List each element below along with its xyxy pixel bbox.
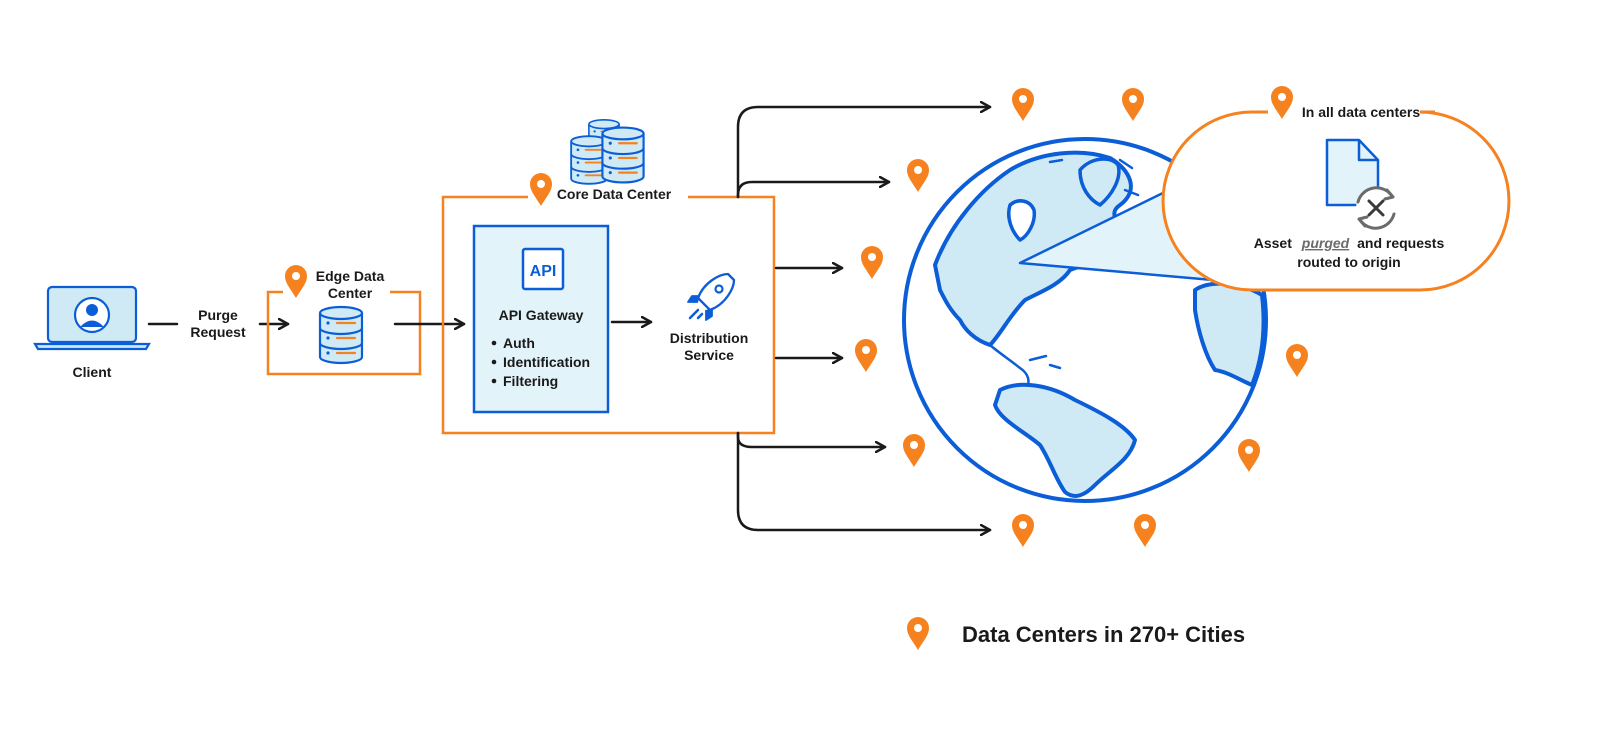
purge-cycle-icon xyxy=(1356,186,1396,230)
location-pin-icon xyxy=(1012,514,1034,547)
location-pin-icon xyxy=(1134,514,1156,547)
edge-data-center-line1: Edge Data xyxy=(316,268,385,284)
fanout-arrow xyxy=(736,107,992,199)
api-gateway-title: API Gateway xyxy=(499,307,584,323)
location-pin-icon xyxy=(1122,88,1144,121)
fanout-arrow xyxy=(736,431,992,530)
location-pin-icon xyxy=(903,434,925,467)
database-stack-icon xyxy=(570,119,645,185)
callout-requests-text: and requests xyxy=(1357,235,1444,251)
callout-asset-text: Asset xyxy=(1254,235,1292,251)
purge-request-line1: Purge xyxy=(198,307,238,323)
core-data-center-box xyxy=(441,195,776,435)
location-pin-icon xyxy=(1286,344,1308,377)
core-location-pin-icon xyxy=(530,173,552,206)
legend-label: Data Centers in 270+ Cities xyxy=(962,622,1245,647)
fanout-arrow xyxy=(736,431,887,447)
api-gateway-item-auth: Auth xyxy=(503,335,535,351)
location-pin-icon xyxy=(907,159,929,192)
rocket-icon xyxy=(687,272,736,321)
callout-body-line2: routed to origin xyxy=(1297,254,1400,270)
api-gateway-item-filtering: Filtering xyxy=(503,373,558,389)
client-label: Client xyxy=(73,364,112,380)
api-gateway-bullet xyxy=(491,378,497,384)
edge-location-pin-icon xyxy=(285,265,307,298)
api-gateway-item-identification: Identification xyxy=(503,354,590,370)
fanout-arrow xyxy=(736,182,891,199)
api-icon-text: API xyxy=(530,263,557,280)
callout-title: In all data centers xyxy=(1302,104,1420,120)
edge-data-center-box xyxy=(266,290,422,376)
distribution-service-line1: Distribution xyxy=(670,330,749,346)
location-pin-icon xyxy=(1012,88,1034,121)
callout-body-line1: Asset purged and requests xyxy=(1254,235,1445,251)
location-pin-icon xyxy=(861,246,883,279)
legend-location-pin-icon xyxy=(907,617,929,650)
api-gateway-bullet xyxy=(491,359,497,365)
location-pin-icon xyxy=(1238,439,1260,472)
document-icon xyxy=(1325,138,1380,207)
edge-data-center-line2: Center xyxy=(328,285,373,301)
legend: Data Centers in 270+ Cities xyxy=(907,617,1245,650)
api-gateway-bullet xyxy=(491,340,497,346)
distribution-service-line2: Service xyxy=(684,347,734,363)
purge-request-line2: Request xyxy=(190,324,246,340)
edge-database-icon xyxy=(318,305,364,365)
location-pin-icon xyxy=(855,339,877,372)
person-icon xyxy=(73,296,111,334)
core-data-center-label: Core Data Center xyxy=(557,186,672,202)
api-icon: API xyxy=(521,247,565,291)
callout-purged-text: purged xyxy=(1301,235,1350,251)
